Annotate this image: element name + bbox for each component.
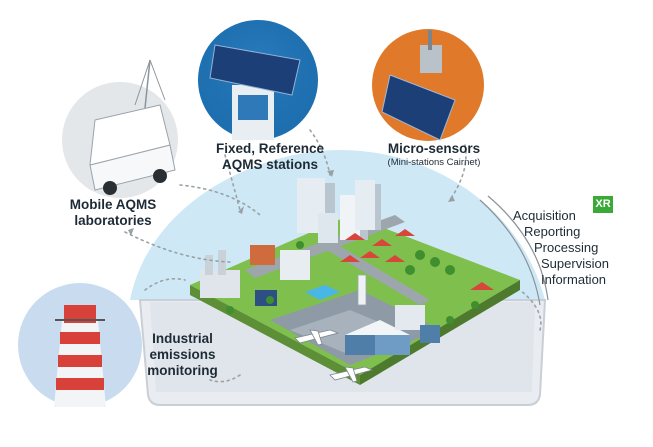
- process-information: Information: [541, 272, 607, 287]
- xr-logo: XR: [593, 196, 613, 213]
- industrial-stack-vignette: [18, 283, 142, 407]
- process-processing: Processing: [534, 240, 599, 255]
- houses: [340, 229, 494, 290]
- fixed-station-label-line2: AQMS stations: [221, 157, 318, 172]
- industrial-zone: [200, 245, 310, 306]
- micro-sensors-title: Micro-sensors: [387, 141, 481, 156]
- process-supervision: Supervision: [541, 256, 609, 271]
- tall-buildings: [297, 178, 381, 243]
- mobile-lab-label: Mobile AQMS laboratories: [58, 197, 168, 229]
- control-tower: [357, 274, 367, 306]
- arrowheads: [128, 170, 455, 236]
- industrial-label-line2: emissions: [149, 347, 216, 362]
- micro-sensors-subtitle: (Mini-stations Cairnet): [387, 157, 481, 168]
- industrial-label: Industrial emissions monitoring: [140, 331, 225, 379]
- office-buildings: [345, 305, 440, 355]
- dotted-arrows: [124, 129, 542, 383]
- industrial-label-line3: monitoring: [147, 363, 218, 378]
- process-reporting: Reporting: [524, 224, 581, 239]
- micro-sensor-vignette: [372, 29, 484, 141]
- mobile-lab-label-line2: laboratories: [74, 213, 152, 228]
- fixed-station-label: Fixed, Reference AQMS stations: [205, 141, 335, 173]
- industrial-label-line1: Industrial: [152, 331, 213, 346]
- mobile-lab-label-line1: Mobile AQMS: [69, 197, 157, 212]
- airplanes: [294, 329, 374, 383]
- data-flow-arrow: [479, 195, 549, 306]
- process-acquisition: Acquisition: [513, 208, 576, 223]
- fixed-station-vignette: [198, 20, 318, 140]
- fixed-station-label-line1: Fixed, Reference: [215, 141, 325, 156]
- trees: [226, 241, 479, 324]
- mobile-lab-vignette: [62, 59, 178, 198]
